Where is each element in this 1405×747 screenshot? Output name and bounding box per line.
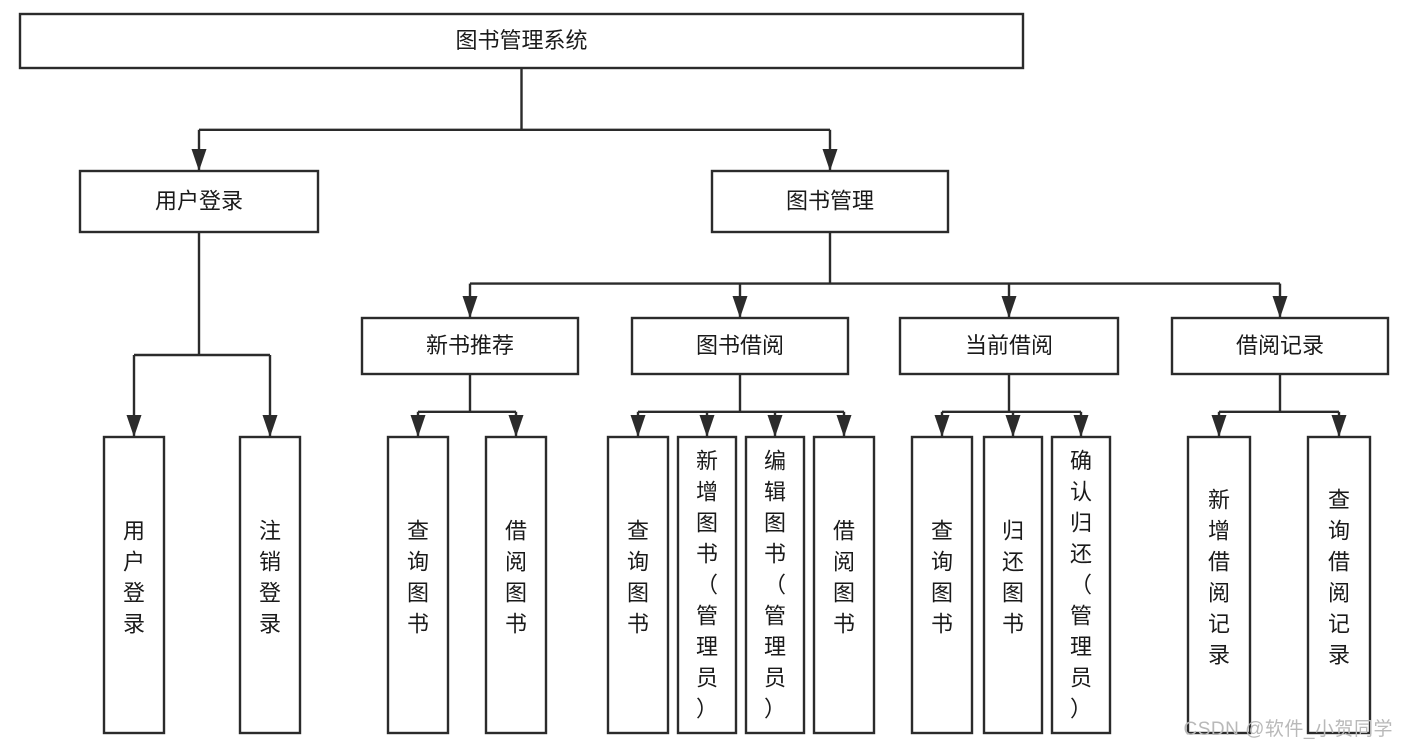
- node-user-login[interactable]: 用户登录: [78, 169, 320, 234]
- node-layer: 图书管理系统用户登录图书管理新书推荐图书借阅当前借阅借阅记录用户登录注销登录查询…: [18, 12, 1390, 735]
- node-box: [78, 169, 320, 234]
- node-box: [812, 435, 876, 735]
- node-box: [102, 435, 166, 735]
- node-leaf-return-book[interactable]: 归还图书: [982, 435, 1044, 735]
- arrow-head-icon: [1272, 296, 1288, 318]
- node-root-root[interactable]: 图书管理系统: [18, 12, 1025, 70]
- node-label: 图书管理系统: [455, 28, 587, 53]
- arrow-head-icon: [262, 415, 278, 437]
- node-book-borrow[interactable]: 图书借阅: [630, 316, 850, 376]
- node-label: 用户登录: [123, 519, 145, 637]
- arrow-head-icon: [191, 149, 207, 171]
- node-book-management[interactable]: 图书管理: [710, 169, 950, 234]
- arrow-head-icon: [1005, 415, 1021, 437]
- node-label: 确认归还（管理员）: [1070, 449, 1092, 722]
- arrow-head-icon: [1331, 415, 1347, 437]
- node-label: 新增借阅记录: [1208, 488, 1230, 668]
- node-box: [910, 435, 974, 735]
- node-label: 查询图书: [407, 519, 429, 637]
- node-new-book-recommend[interactable]: 新书推荐: [360, 316, 580, 376]
- node-box: [484, 435, 548, 735]
- node-leaf-query-book-2[interactable]: 查询图书: [606, 435, 670, 735]
- node-box: [1306, 435, 1372, 735]
- node-box: [18, 12, 1025, 70]
- node-box: [1050, 435, 1112, 735]
- edge-group-current-borrow: [934, 374, 1089, 437]
- node-current-borrow[interactable]: 当前借阅: [898, 316, 1120, 376]
- node-label: 借阅图书: [505, 519, 527, 637]
- arrow-head-icon: [699, 415, 715, 437]
- node-label: 新书推荐: [426, 333, 514, 358]
- node-label: 编辑图书（管理员）: [764, 449, 786, 722]
- edge-group-borrow-record: [1211, 374, 1347, 437]
- arrow-head-icon: [1001, 296, 1017, 318]
- edge-group-book-management: [462, 232, 1288, 318]
- arrow-head-icon: [934, 415, 950, 437]
- arrow-head-icon: [836, 415, 852, 437]
- node-label: 当前借阅: [965, 333, 1053, 358]
- watermark-label: CSDN @软件_小贺同学: [1183, 719, 1393, 740]
- node-label: 注销登录: [259, 519, 281, 637]
- node-leaf-edit-book[interactable]: 编辑图书（管理员）: [744, 435, 806, 735]
- node-leaf-user-login[interactable]: 用户登录: [102, 435, 166, 735]
- node-box: [1186, 435, 1252, 735]
- node-leaf-add-borrow-record[interactable]: 新增借阅记录: [1186, 435, 1252, 735]
- arrow-head-icon: [732, 296, 748, 318]
- edge-group-user-login: [126, 232, 278, 437]
- node-label: 用户登录: [155, 188, 243, 213]
- node-label: 借阅记录: [1236, 333, 1324, 358]
- node-label: 归还图书: [1002, 519, 1024, 637]
- node-box: [710, 169, 950, 234]
- arrow-head-icon: [1073, 415, 1089, 437]
- node-box: [1170, 316, 1390, 376]
- node-box: [982, 435, 1044, 735]
- node-borrow-record[interactable]: 借阅记录: [1170, 316, 1390, 376]
- node-leaf-borrow-book-1[interactable]: 借阅图书: [484, 435, 548, 735]
- node-box: [630, 316, 850, 376]
- node-box: [386, 435, 450, 735]
- arrow-head-icon: [126, 415, 142, 437]
- node-box: [360, 316, 580, 376]
- node-box: [744, 435, 806, 735]
- node-label: 图书借阅: [696, 333, 784, 358]
- node-box: [676, 435, 738, 735]
- node-leaf-logout[interactable]: 注销登录: [238, 435, 302, 735]
- node-box: [898, 316, 1120, 376]
- node-label: 查询图书: [627, 519, 649, 637]
- node-leaf-query-borrow-record[interactable]: 查询借阅记录: [1306, 435, 1372, 735]
- arrow-head-icon: [508, 415, 524, 437]
- arrow-head-icon: [1211, 415, 1227, 437]
- arrow-head-icon: [822, 149, 838, 171]
- connector-layer: [126, 68, 1347, 437]
- node-leaf-add-book[interactable]: 新增图书（管理员）: [676, 435, 738, 735]
- node-label: 查询借阅记录: [1328, 488, 1350, 668]
- node-leaf-confirm-return[interactable]: 确认归还（管理员）: [1050, 435, 1112, 735]
- node-label: 图书管理: [786, 188, 874, 213]
- node-label: 新增图书（管理员）: [696, 449, 718, 722]
- arrow-head-icon: [462, 296, 478, 318]
- edge-group-root: [191, 68, 838, 171]
- arrow-head-icon: [410, 415, 426, 437]
- node-label: 借阅图书: [833, 519, 855, 637]
- edge-group-book-borrow: [630, 374, 852, 437]
- node-leaf-query-book-1[interactable]: 查询图书: [386, 435, 450, 735]
- arrow-head-icon: [630, 415, 646, 437]
- arrow-head-icon: [767, 415, 783, 437]
- node-box: [606, 435, 670, 735]
- node-box: [238, 435, 302, 735]
- node-leaf-borrow-book-2[interactable]: 借阅图书: [812, 435, 876, 735]
- node-leaf-query-book-3[interactable]: 查询图书: [910, 435, 974, 735]
- edge-group-new-book-recommend: [410, 374, 524, 437]
- node-label: 查询图书: [931, 519, 953, 637]
